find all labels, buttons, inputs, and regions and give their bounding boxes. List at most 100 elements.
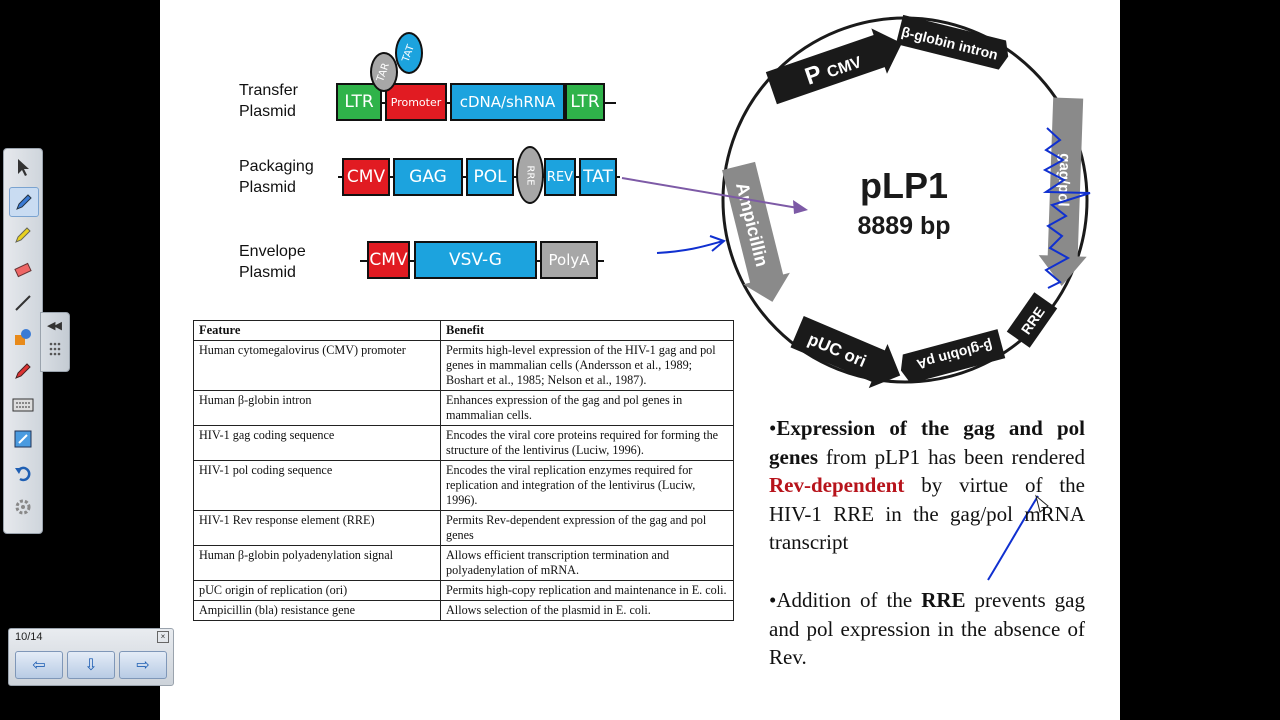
eraser-icon <box>14 262 32 278</box>
feature-cell: HIV-1 Rev response element (RRE) <box>193 510 441 546</box>
undo-button[interactable] <box>9 459 37 487</box>
slide: Transfer Plasmid LTR Promoter cDNA/shRNA… <box>160 0 1120 720</box>
bullet-text: prevents gag and pol expression in the a… <box>769 588 1085 670</box>
toolbar-collapse-tab[interactable]: ◀◀ <box>40 312 70 372</box>
bullet-rre-prevents: •Addition of the RRE prevents gag and po… <box>769 586 1085 672</box>
bullet-text: •Addition of the <box>769 588 922 612</box>
plasmid-size: 8889 bp <box>857 212 950 240</box>
pcmv-arrow: P CMV <box>765 28 902 105</box>
highlighter-icon <box>15 227 31 243</box>
benefit-cell: Allows selection of the plasmid in E. co… <box>440 600 734 621</box>
bullet-text: • <box>769 416 777 440</box>
benefit-cell: Encodes the viral replication enzymes re… <box>440 460 734 511</box>
bullet-bold-text: Expression of the gag and pol genes <box>769 416 1085 469</box>
bglobin-intron-block: β-globin intron <box>895 14 1009 70</box>
benefit-cell: Encodes the viral core proteins required… <box>440 425 734 461</box>
line-tool-button[interactable] <box>9 289 37 317</box>
transfer-plasmid-label: Transfer Plasmid <box>239 80 298 122</box>
ink-arrow-stroke <box>656 240 724 254</box>
feature-cell: Human β-globin polyadenylation signal <box>193 545 441 581</box>
purple-pointer-line <box>621 177 799 209</box>
envelope-polya: PolyA <box>540 241 598 279</box>
rev-dependent-highlight: Rev-dependent <box>769 473 905 498</box>
bullet-bold-text: RRE <box>921 588 966 612</box>
feature-cell: HIV-1 pol coding sequence <box>193 460 441 511</box>
packaging-cmv: CMV <box>342 158 390 196</box>
plasmid-name: pLP1 <box>860 165 948 206</box>
packaging-pol: POL <box>466 158 514 196</box>
shapes-icon <box>15 329 31 345</box>
label-line: Plasmid <box>239 103 296 120</box>
previous-page-button[interactable]: ⇦ <box>15 651 63 679</box>
undo-icon <box>15 466 31 482</box>
plasmid-map: P CMV β-globin intron gag/pol RRE β-glob… <box>621 14 1091 581</box>
page-menu-button[interactable]: ⇩ <box>67 651 115 679</box>
transfer-cdna-shrna: cDNA/shRNA <box>450 83 565 121</box>
label-line: Plasmid <box>239 179 296 196</box>
transfer-promoter: Promoter <box>385 83 447 121</box>
puc-ori-arrow: pUC ori <box>790 316 901 389</box>
menu-down-icon: ⇩ <box>84 657 98 674</box>
mouse-cursor-icon <box>1035 494 1049 513</box>
keyboard-tool-button[interactable] <box>9 391 37 419</box>
feature-benefit-table: Feature Benefit Human cytomegalovirus (C… <box>193 320 734 621</box>
label-line: Packaging <box>239 158 314 175</box>
right-black-margin <box>1120 0 1280 720</box>
transfer-ltr-right: LTR <box>565 83 605 121</box>
eraser-tool-button[interactable] <box>9 255 37 283</box>
label-line: Envelope <box>239 243 306 260</box>
feature-cell: Human β-globin intron <box>193 390 441 426</box>
table-row: pUC origin of replication (ori)Permits h… <box>193 580 734 601</box>
magic-pen-icon <box>15 363 31 379</box>
packaging-rev: REV <box>544 158 576 196</box>
page-indicator: 10/14 <box>15 631 43 643</box>
next-page-button[interactable]: ⇨ <box>119 651 167 679</box>
select-tool-button[interactable] <box>9 153 37 181</box>
pen-icon <box>16 194 32 210</box>
benefit-cell: Permits Rev-dependent expression of the … <box>440 510 734 546</box>
settings-icon <box>15 499 31 515</box>
feature-cell: Human cytomegalovirus (CMV) promoter <box>193 340 441 391</box>
highlighter-tool-button[interactable] <box>9 221 37 249</box>
ink-scribble <box>1042 127 1091 289</box>
line-icon <box>15 295 31 311</box>
packaging-plasmid-label: Packaging Plasmid <box>239 156 314 198</box>
label-line: Plasmid <box>239 264 296 281</box>
settings-button[interactable] <box>9 493 37 521</box>
label-line: Transfer <box>239 82 298 99</box>
rre-block: RRE <box>1006 292 1058 348</box>
bullet-text: from pLP1 has been rendered <box>818 444 1085 469</box>
feature-cell: pUC origin of replication (ori) <box>193 580 441 601</box>
transfer-ltr-left: LTR <box>336 83 382 121</box>
packaging-rre-oval: RRE <box>516 146 544 204</box>
collapse-chevron-icon: ◀◀ <box>47 320 62 332</box>
benefit-cell: Permits high-level expression of the HIV… <box>440 340 734 391</box>
tat-oval: TAT <box>395 32 423 74</box>
benefit-cell: Enhances expression of the gag and pol g… <box>440 390 734 426</box>
grip-dots-icon <box>49 342 61 356</box>
ink-line <box>987 495 1039 581</box>
arrow-right-icon: ⇨ <box>136 657 150 674</box>
envelope-vsvg: VSV-G <box>414 241 537 279</box>
header-feature: Feature <box>193 320 441 341</box>
pen-tool-button[interactable] <box>9 187 39 217</box>
magic-pen-tool-button[interactable] <box>9 357 37 385</box>
close-navigator-button[interactable]: × <box>157 631 169 643</box>
ink-arrow-head <box>709 235 726 252</box>
table-row: HIV-1 Rev response element (RRE)Permits … <box>193 510 734 546</box>
envelope-cmv: CMV <box>367 241 410 279</box>
capture-tool-button[interactable] <box>9 425 37 453</box>
envelope-plasmid-label: Envelope Plasmid <box>239 241 306 283</box>
keyboard-icon <box>12 398 34 412</box>
purple-pointer-head <box>793 200 808 214</box>
page-navigator: 10/14 × ⇦ ⇩ ⇨ <box>8 628 174 686</box>
annotation-toolbar <box>3 148 43 534</box>
feature-cell: Ampicillin (bla) resistance gene <box>193 600 441 621</box>
shapes-tool-button[interactable] <box>9 323 37 351</box>
